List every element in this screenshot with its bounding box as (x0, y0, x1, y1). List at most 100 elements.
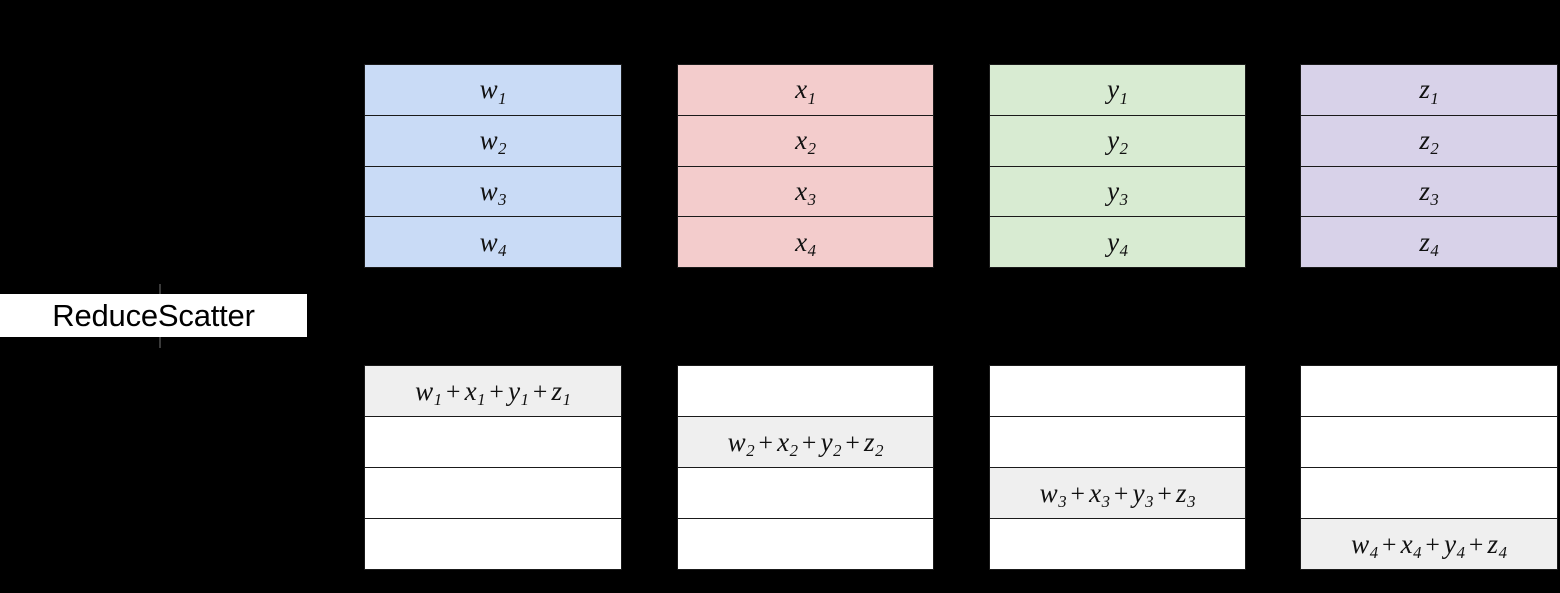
subscript: 4 (1456, 542, 1466, 562)
subscript: 4 (1369, 542, 1379, 562)
sum-expression: w4+x4+y4+z4 (1351, 528, 1507, 562)
variable-z4: z4 (1419, 226, 1439, 260)
result-cell-empty (1301, 366, 1557, 417)
result-cell-filled: w4+x4+y4+z4 (1301, 519, 1557, 569)
result-cell-empty (365, 519, 621, 569)
variable-x2: x2 (777, 426, 799, 460)
subscript: 4 (1430, 240, 1439, 260)
subscript: 2 (498, 139, 507, 159)
variable-z2: z2 (1419, 125, 1439, 159)
variable-z3: z3 (1176, 477, 1196, 511)
buffer-cell: w2 (365, 116, 621, 167)
subscript: 1 (477, 389, 486, 409)
result-cell-empty (990, 519, 1245, 569)
subscript: 2 (807, 139, 817, 159)
buffer-cell: w1 (365, 65, 621, 116)
subscript: 3 (1119, 190, 1129, 210)
variable-x1: x1 (795, 74, 817, 108)
buffer-cell: w4 (365, 217, 621, 267)
subscript: 1 (520, 389, 530, 409)
variable-w3: w3 (479, 175, 507, 210)
subscript: 4 (1119, 240, 1129, 260)
result-cell-empty (365, 417, 621, 468)
plus-operator: + (801, 427, 817, 457)
operation-label: ReduceScatter (0, 294, 307, 337)
subscript: 1 (1119, 88, 1129, 108)
variable-x4: x4 (795, 226, 817, 260)
subscript: 4 (498, 240, 507, 260)
buffer-cell: x2 (678, 116, 933, 167)
sum-expression: w3+x3+y3+z3 (1039, 477, 1196, 511)
subscript: 1 (498, 88, 507, 108)
variable-z1: z1 (551, 375, 572, 409)
result-cell-empty (1301, 417, 1557, 468)
variable-w2: w2 (727, 426, 755, 460)
result-column-1: w1+x1+y1+z1 (364, 365, 622, 570)
result-cell-empty (365, 468, 621, 519)
subscript: 3 (1187, 491, 1196, 511)
subscript: 1 (807, 88, 817, 108)
variable-z1: z1 (1419, 74, 1439, 108)
subscript: 4 (1498, 542, 1508, 562)
subscript: 1 (562, 389, 572, 409)
variable-w2: w2 (479, 125, 507, 159)
variable-y4: y4 (1444, 528, 1466, 562)
subscript: 4 (1413, 542, 1422, 562)
subscript: 3 (1058, 491, 1067, 511)
sum-expression: w1+x1+y1+z1 (415, 375, 572, 409)
connector-tick-lower (159, 336, 161, 348)
result-cell-empty (990, 366, 1245, 417)
variable-x1: x1 (464, 375, 486, 409)
variable-z3: z3 (1419, 175, 1439, 210)
subscript: 2 (833, 440, 842, 460)
variable-w1: w1 (415, 375, 443, 409)
variable-w1: w1 (479, 74, 507, 108)
variable-x2: x2 (795, 125, 817, 159)
buffer-cell: y2 (990, 116, 1245, 167)
subscript: 3 (1101, 491, 1111, 511)
subscript: 2 (1430, 139, 1439, 159)
subscript: 1 (1430, 88, 1439, 108)
result-cell-empty (678, 519, 933, 569)
variable-y3: y3 (1132, 477, 1154, 511)
subscript: 2 (1119, 139, 1129, 159)
variable-x4: x4 (1400, 528, 1422, 562)
subscript: 3 (807, 190, 817, 210)
sum-expression: w2+x2+y2+z2 (727, 426, 884, 460)
subscript: 4 (807, 240, 817, 260)
plus-operator: + (1070, 478, 1086, 508)
buffer-cell: y4 (990, 217, 1245, 267)
buffer-cell: x4 (678, 217, 933, 267)
buffer-cell: y1 (990, 65, 1245, 116)
variable-y3: y3 (1107, 175, 1129, 210)
plus-operator: + (1468, 529, 1484, 559)
plus-operator: + (1157, 478, 1173, 508)
buffer-cell: z2 (1301, 116, 1557, 167)
plus-operator: + (758, 427, 774, 457)
variable-y2: y2 (820, 426, 842, 460)
result-cell-empty (1301, 468, 1557, 519)
variable-y4: y4 (1107, 226, 1129, 260)
buffer-cell: z3 (1301, 167, 1557, 218)
result-column-3: w3+x3+y3+z3 (989, 365, 1246, 570)
buffer-cell: z4 (1301, 217, 1557, 267)
variable-w3: w3 (1039, 477, 1067, 511)
subscript: 3 (1145, 491, 1154, 511)
plus-operator: + (1425, 529, 1441, 559)
w-column: w1 w2 w3 w4 (364, 64, 622, 268)
result-column-2: w2+x2+y2+z2 (677, 365, 934, 570)
result-cell-filled: w1+x1+y1+z1 (365, 366, 621, 417)
buffer-cell: x1 (678, 65, 933, 116)
plus-operator: + (1381, 529, 1397, 559)
variable-y1: y1 (1107, 74, 1129, 108)
subscript: 3 (498, 190, 507, 210)
variable-w4: w4 (479, 226, 507, 260)
plus-operator: + (1113, 478, 1129, 508)
variable-y2: y2 (1107, 125, 1129, 159)
subscript: 3 (1430, 190, 1439, 210)
plus-operator: + (532, 376, 548, 406)
result-cell-filled: w2+x2+y2+z2 (678, 417, 933, 468)
buffer-cell: w3 (365, 167, 621, 218)
